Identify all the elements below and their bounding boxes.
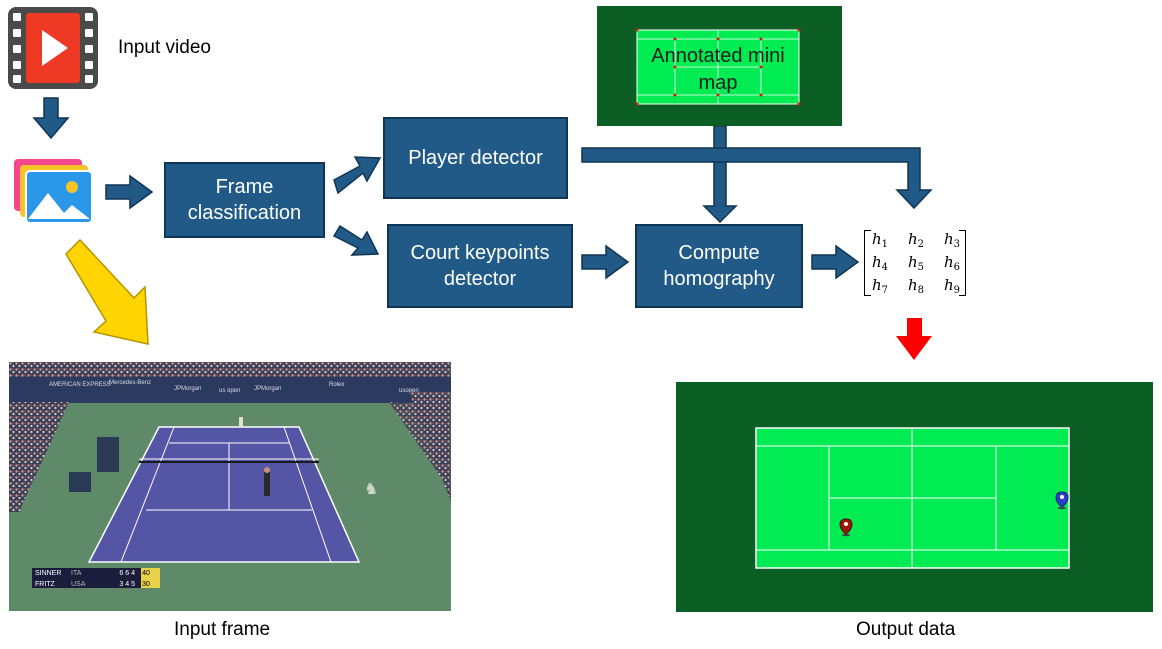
video-file-icon [8, 7, 98, 89]
svg-text:us open: us open [219, 388, 240, 394]
arrow-frames-to-classification [105, 174, 154, 210]
input-frame-caption: Input frame [174, 619, 271, 640]
arrow-court-to-homography [581, 244, 630, 280]
annotated-mini-map [597, 6, 842, 126]
svg-text:Rolex: Rolex [329, 382, 344, 388]
svg-text:♞: ♞ [364, 479, 378, 498]
svg-text:usopen: usopen [399, 388, 419, 394]
arrow-homography-to-matrix [811, 244, 860, 280]
matrix-row: h1 h2 h3 [872, 230, 960, 250]
matrix-entry: h6 [943, 253, 960, 273]
player-2-country: USA [71, 581, 86, 588]
input-video-caption: Input video [118, 37, 211, 58]
matrix-left-bracket [864, 230, 871, 296]
output-data-caption: Output data [856, 619, 956, 640]
court-keypoints-detector-box: Court keypoints detector [387, 224, 573, 308]
svg-text:Mercedes-Benz: Mercedes-Benz [109, 380, 151, 386]
scoreboard-row-2: FRITZ USA 3 4 5 30 [35, 579, 161, 590]
player-1-games: 6 6 4 [119, 570, 135, 577]
matrix-entry: h7 [872, 276, 889, 296]
matrix-entry: h9 [943, 276, 960, 296]
player-2-games: 3 4 5 [119, 581, 135, 588]
mini-map-label: Annotated mini map [651, 45, 785, 94]
arrow-classification-to-player [333, 156, 382, 195]
homography-matrix: h1 h2 h3 h4 h5 h6 h7 h8 h9 [862, 228, 968, 298]
player-detector-box: Player detector [383, 117, 568, 199]
player-2-points: 30 [142, 581, 150, 588]
matrix-entry: h3 [943, 230, 960, 250]
arrow-classification-to-court [332, 224, 380, 256]
image-stack-icon [14, 159, 93, 224]
player-1-points: 40 [142, 570, 150, 577]
location-pin-icon [839, 518, 853, 537]
player-1-name: SINNER [35, 570, 62, 577]
matrix-right-bracket [959, 230, 966, 296]
svg-text:JPMorgan: JPMorgan [254, 386, 281, 392]
matrix-entry: h1 [872, 230, 889, 250]
location-pin-icon [1055, 491, 1069, 510]
matrix-row: h4 h5 h6 [872, 253, 960, 273]
arrow-frames-to-input-frame [65, 238, 149, 345]
matrix-entry: h2 [907, 230, 925, 250]
frame-classification-box: Frame classification [164, 162, 325, 238]
player-1-country: ITA [71, 570, 82, 577]
svg-text:AMERICAN EXPRESS: AMERICAN EXPRESS [49, 382, 111, 388]
compute-homography-box: Compute homography [635, 224, 803, 308]
output-mini-map [676, 382, 1153, 612]
matrix-entry: h8 [907, 276, 925, 296]
matrix-row: h7 h8 h9 [872, 276, 960, 296]
svg-text:JPMorgan: JPMorgan [174, 386, 201, 392]
player-2-name: FRITZ [35, 581, 55, 588]
arrow-matrix-to-output [896, 318, 932, 360]
arrow-video-to-frames [32, 97, 70, 140]
scoreboard: SINNER ITA 6 6 4 40 FRITZ USA 3 4 5 30 [35, 568, 161, 590]
matrix-entry: h4 [872, 253, 889, 273]
scoreboard-row-1: SINNER ITA 6 6 4 40 [35, 568, 161, 579]
matrix-entry: h5 [907, 253, 925, 273]
arrow-minimap-to-homography [702, 125, 738, 224]
arrow-player-to-matrix [581, 147, 933, 210]
